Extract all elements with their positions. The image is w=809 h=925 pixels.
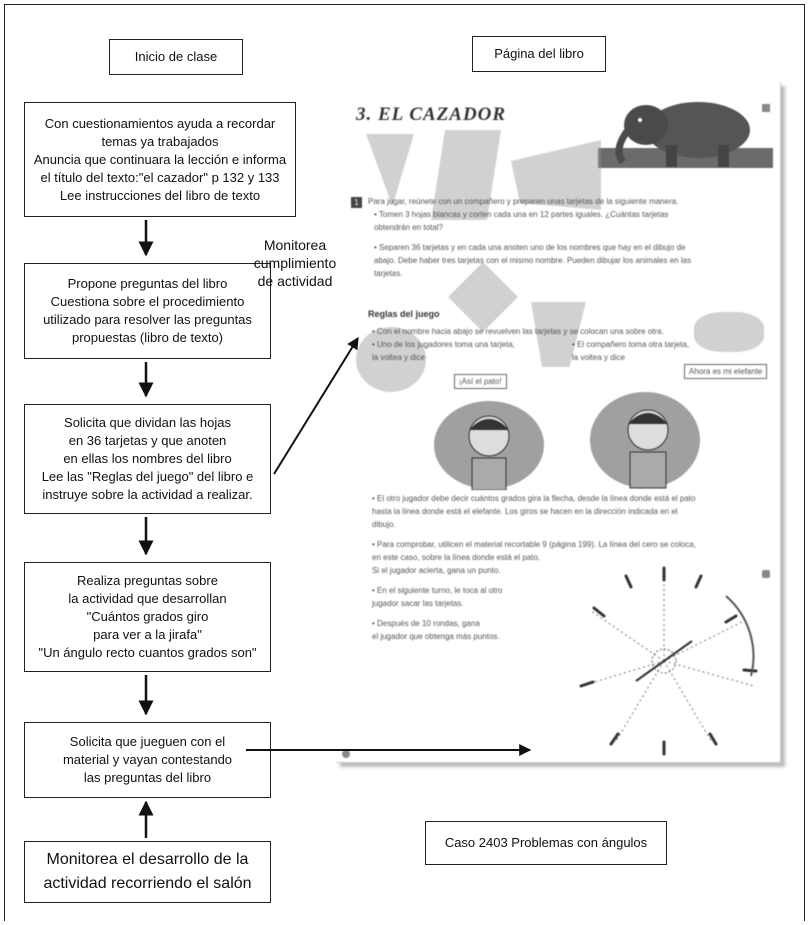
step3-line: en 36 tarjetas y que anoten [68, 433, 227, 448]
step4-line: la actividad que desarrollan [68, 591, 227, 606]
page-text-line: obtendrán en total? [374, 223, 443, 232]
step5-line: Solicita que jueguen con el [69, 734, 226, 749]
monitor-line: actividad recorriendo el salón [43, 875, 252, 892]
step2-line: Cuestiona sobre el procedimiento [50, 294, 245, 309]
step4-line: "Cuántos grados giro [86, 609, 209, 624]
elephant-illustration [598, 102, 773, 168]
step5-line: material y vayan contestando [62, 752, 233, 767]
step2-box: Propone preguntas del libro Cuestiona so… [24, 263, 271, 359]
book-page-title: 3. EL CAZADOR [356, 104, 507, 125]
side-note-line: de actividad [257, 273, 333, 289]
page-text-line: Si el jugador acierta, gana un punto. [372, 566, 501, 575]
monitor-box: Monitorea el desarrollo de la actividad … [24, 841, 271, 903]
page-text-line: la voltea y dice [572, 353, 625, 362]
caption-box: Caso 2403 Problemas con ángulos [425, 821, 667, 865]
corner-mark-icon [762, 104, 770, 112]
side-note-line: cumplimiento [253, 255, 337, 271]
step3-line: instruye sobre la actividad a realizar. [42, 487, 253, 502]
start-label: Inicio de clase [134, 49, 218, 64]
step3-line: Solicita que dividan las hojas [64, 415, 231, 430]
step1-line: Con cuestionamientos ayuda a recordar [44, 115, 276, 131]
page-text-line: abajo. Debe haber tres tarjetas con el m… [374, 256, 692, 265]
boy-illustration [434, 401, 544, 490]
step1-box: Con cuestionamientos ayuda a recordar te… [24, 102, 296, 217]
speech-bubble: ¡Así el pato! [454, 374, 507, 389]
step4-line: "Un ángulo recto cuantos grados son" [38, 645, 257, 660]
step1-line: Anuncia que continuara la lección e info… [33, 151, 287, 167]
step3-line: Lee las "Reglas del juego" del libro e [41, 469, 254, 484]
speech-bubble: Ahora es mi elefante [684, 364, 768, 379]
page-text-line: tarjetas. [374, 269, 403, 278]
side-note-line: Monitorea [263, 237, 327, 253]
page-text-line: dibujo. [372, 520, 396, 529]
page-bullet-icon [342, 750, 350, 758]
monitor-line: Monitorea el desarrollo de la [46, 851, 249, 868]
arrow-step3-to-book [273, 336, 359, 475]
step4-line: Realiza preguntas sobre [77, 573, 218, 588]
step2-line: utilizado para resolver las preguntas [43, 312, 252, 327]
page-text-line: • El compañero toma otra tarjeta, [572, 340, 690, 349]
step5-line: las preguntas del libro [83, 770, 212, 785]
angle-dial-illustration [579, 566, 758, 756]
step1-line: temas ya trabajados [101, 133, 219, 149]
step2-line: Propone preguntas del libro [67, 276, 228, 291]
page-text-line: • Para comprobar, utilicen el material r… [372, 540, 696, 549]
page-text-line: • En el siguiente turno, le toca al otro [372, 586, 503, 595]
start-label-box: Inicio de clase [109, 39, 243, 75]
step4-line: para ver a la jirafa" [93, 627, 202, 642]
step3-line: en ellas los nombres del libro [63, 451, 232, 466]
book-label-box: Página del libro [472, 36, 606, 72]
page-text-line: • Con el nombre hacia abajo se revuelven… [372, 327, 664, 336]
exercise-number-badge: 1 [351, 197, 362, 208]
page-text-line: el jugador que obtenga más puntos. [372, 632, 500, 641]
step2-line: propuestas (libro de texto) [71, 330, 224, 345]
page-text-line: Para jugar, reúnete con un compañero y p… [368, 197, 679, 206]
caption-text: Caso 2403 Problemas con ángulos [444, 835, 648, 850]
page-text-line: • Separen 36 tarjetas y en cada una anot… [374, 243, 686, 252]
section-heading: Reglas del juego [368, 309, 440, 319]
outer-frame [4, 4, 805, 921]
page-text-line: jugador sacar las tarjetas. [372, 599, 464, 608]
decor-shape [694, 312, 764, 352]
step1-line: Lee instrucciones del libro de texto [59, 187, 261, 203]
corner-mark-icon [762, 570, 770, 578]
decor-shape [356, 327, 426, 392]
side-note: Monitorea cumplimiento de actividad [250, 236, 340, 290]
step4-box: Realiza preguntas sobre la actividad que… [24, 562, 271, 672]
page-text-line: la voltea y dice [372, 353, 425, 362]
girl-illustration [590, 392, 700, 489]
step3-box: Solicita que dividan las hojas en 36 tar… [24, 404, 271, 514]
page-text-line: en este caso, sobre la línea donde está … [372, 553, 541, 562]
page-text-line: • El otro jugador debe decir cuántos gra… [372, 494, 696, 503]
page-text-line: • Después de 10 rondas, gana [372, 619, 480, 628]
page-text-line: hasta la línea donde está el elefante. L… [372, 507, 678, 516]
book-label: Página del libro [494, 46, 584, 61]
step5-box: Solicita que jueguen con el material y v… [24, 722, 271, 798]
page-text-line: • Uno de los jugadores toma una tarjeta, [372, 340, 515, 349]
book-page: 3. EL CAZADOR 1 Para jugar, reúnete con … [336, 82, 781, 763]
step1-line: el título del texto:"el cazador" p 132 y… [40, 169, 280, 185]
page-text-line: • Tomen 3 hojas blancas y corten cada un… [374, 210, 669, 219]
